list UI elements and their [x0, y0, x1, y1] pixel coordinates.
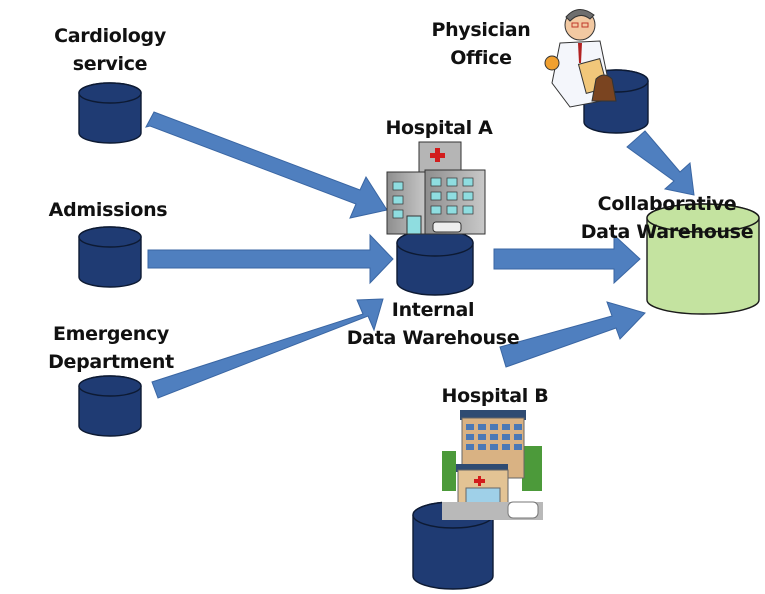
arrow-internal-to-collab [493, 233, 641, 285]
physician-label: Physician Office [431, 19, 531, 69]
arrow-emergency-to-internal [151, 298, 384, 399]
arrow-cardiology-to-internal [145, 111, 388, 219]
emergency-label: Emergency Department [48, 323, 174, 373]
admissions-label: Admissions [48, 199, 168, 221]
collab-dw-label: Collaborative Data Warehouse [580, 193, 754, 243]
hospital-b-building-icon [442, 406, 543, 520]
hospital-a-building-icon [386, 141, 486, 235]
arrow-hospitalb-to-collab [499, 301, 646, 368]
hospital-b-label: Hospital B [441, 385, 549, 407]
emergency-database-icon [78, 375, 142, 437]
cardiology-label: Cardiology service [54, 25, 166, 75]
arrow-physician-to-collab [626, 130, 695, 196]
internal-dw-database-icon [396, 229, 474, 296]
collab-dw-database-icon [646, 203, 760, 315]
arrow-admissions-to-internal [147, 233, 394, 285]
internal-dw-label: Internal Data Warehouse [346, 299, 520, 349]
physician-doctor-icon [544, 9, 617, 108]
cardiology-database-icon [78, 82, 142, 144]
admissions-database-icon [78, 226, 142, 288]
hospital-a-label: Hospital A [385, 117, 493, 139]
